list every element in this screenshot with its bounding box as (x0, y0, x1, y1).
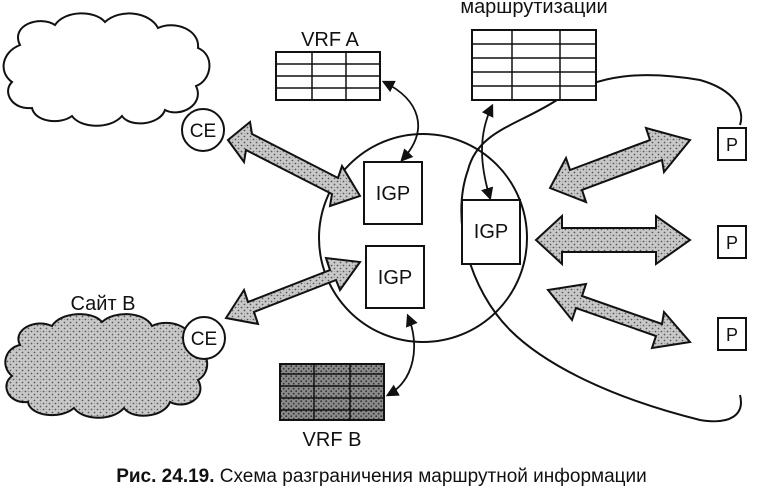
ce-b-label: CE (191, 329, 217, 350)
igp-to-p-top-arrow (548, 126, 692, 204)
ce-a-circle (181, 108, 225, 152)
igp-vrf-b-box (365, 245, 425, 309)
igp-vrf-b-label: IGP (378, 267, 412, 289)
igp-vrf-a-box (363, 161, 423, 225)
vrf-b-label: VRF B (303, 429, 362, 451)
global-table-to-igp-link (481, 103, 494, 201)
vrf-boundary-circle (318, 133, 528, 343)
p-router-middle-box (717, 225, 747, 259)
p-router-top-box (717, 127, 747, 161)
site-b-cloud (4, 313, 208, 419)
vrf-a-table (275, 51, 381, 101)
p-router-bottom-label: P (726, 325, 738, 345)
ce-a-label: CE (190, 121, 216, 142)
ce-b-circle (182, 316, 226, 360)
figure-caption: Рис. 24.19. Схема разграничения маршрутн… (0, 466, 763, 488)
figure-number: Рис. 24.19. (116, 466, 215, 487)
vrf-a-to-igp-link (381, 80, 419, 162)
igp-global-label: IGP (474, 221, 508, 243)
ce-b-to-igp-arrow (224, 256, 362, 326)
ce-a-to-igp-arrow (226, 120, 362, 208)
vrf-b-table (279, 363, 385, 421)
routing-table-title: маршрутизации (460, 0, 607, 18)
igp-to-p-bottom-arrow (546, 282, 692, 350)
global-routing-table (471, 29, 597, 101)
figure-caption-text: Схема разграничения маршрутной информаци… (214, 466, 647, 487)
p-router-middle-label: P (726, 233, 738, 253)
igp-global-box (461, 199, 521, 265)
igp-vrf-a-label: IGP (376, 183, 410, 205)
vrf-a-label: VRF A (301, 29, 359, 51)
site-a-cloud (2, 12, 211, 127)
p-router-bottom-box (717, 317, 747, 351)
igp-to-p-middle-arrow (534, 213, 692, 267)
vrf-b-to-igp-link (385, 313, 418, 397)
site-b-label: Сайт B (70, 293, 135, 315)
p-router-top-label: P (726, 135, 738, 155)
